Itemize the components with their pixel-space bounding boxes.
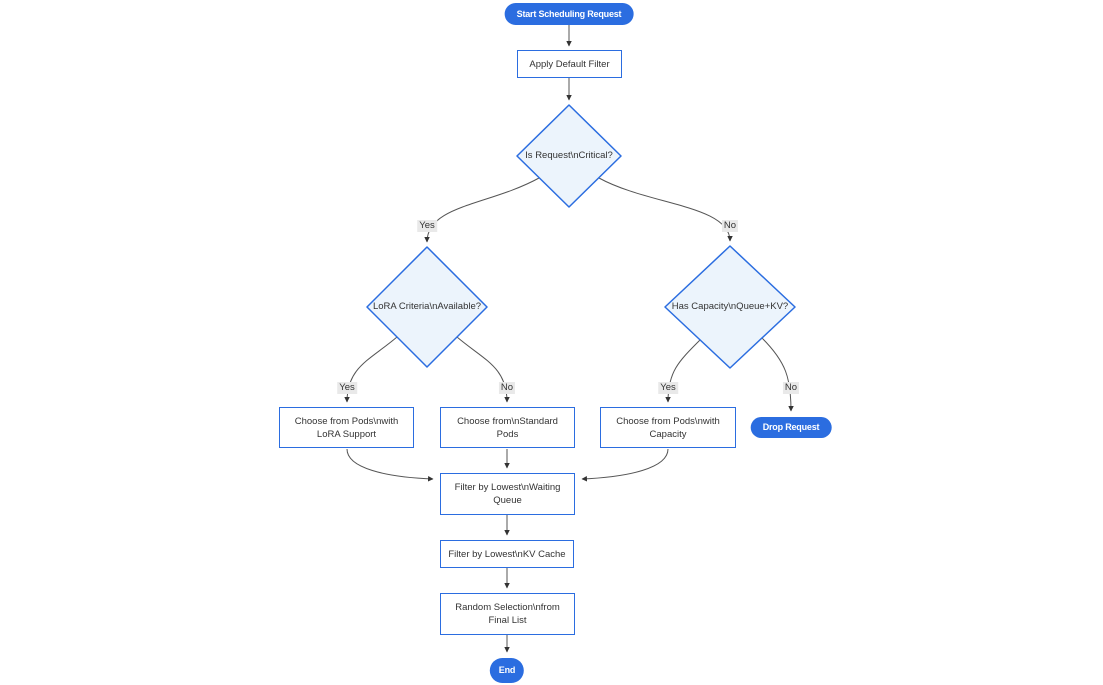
edge-label-capacity-no: No [782,382,800,394]
node-label: Filter by Lowest\nWaiting Queue [454,482,561,506]
node-label: Choose from\nStandard Pods [457,415,558,440]
edge-critical-yes [424,177,540,243]
node-label: Random Selection\nfrom Final List [455,602,560,626]
node-end: End [489,658,525,683]
decision-label-lora-criteria: LoRA Criteria\nAvailable? [372,301,482,312]
decision-label-is-request-critical: Is Request\nCritical? [525,150,613,161]
edge-critical-no [598,177,733,242]
node-random-selection: Random Selection\nfrom Final List [440,593,575,635]
node-choose-capacity-pods: Choose from Pods\nwith Capacity [600,407,736,448]
edge-capacitypods-to-waiting [581,448,669,482]
node-filter-waiting-queue: Filter by Lowest\nWaiting Queue [440,473,575,515]
decision-label-has-capacity: Has Capacity\nQueue+KV? [671,301,789,312]
edge-label-critical-yes: Yes [417,220,437,232]
node-choose-lora-pods: Choose from Pods\nwith LoRA Support [279,407,414,448]
edge-capacity-yes [665,339,701,403]
decision-lora-criteria [366,246,488,368]
decision-has-capacity [664,245,796,369]
node-label: Apply Default Filter [529,58,610,70]
node-start: Start Scheduling Request [504,3,634,25]
node-choose-standard-pods: Choose from\nStandard Pods [440,407,575,448]
edge-label-lora-no: No [498,382,516,394]
node-drop-request: Drop Request [750,417,832,438]
node-label: Choose from Pods\nwith LoRA Support [294,415,399,440]
node-filter-kv-cache: Filter by Lowest\nKV Cache [440,540,574,568]
decision-is-request-critical [516,104,622,208]
edge-capacity-no [761,337,794,412]
edge-lorapods-to-waiting [346,448,434,482]
edge-label-lora-yes: Yes [337,382,357,394]
node-label: Filter by Lowest\nKV Cache [448,548,566,560]
edge-label-critical-no: No [721,220,739,232]
node-label: Choose from Pods\nwith Capacity [616,415,720,440]
node-apply-default-filter: Apply Default Filter [517,50,622,78]
edge-label-capacity-yes: Yes [658,382,678,394]
